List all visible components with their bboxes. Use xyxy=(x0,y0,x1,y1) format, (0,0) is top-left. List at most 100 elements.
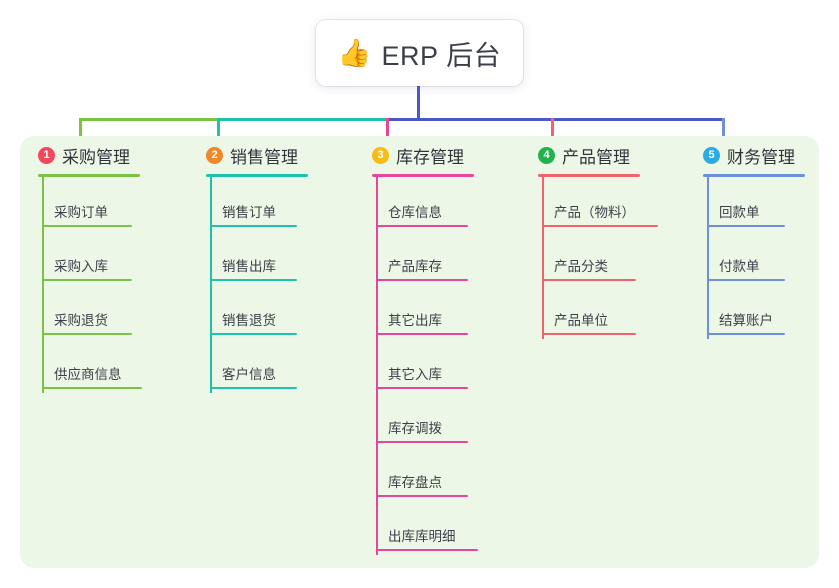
branch-header-5[interactable]: 5 财务管理 xyxy=(685,136,795,174)
branch-number-badge: 3 xyxy=(372,146,389,164)
branch-item-underline xyxy=(376,495,468,497)
branch-item-underline xyxy=(542,279,636,281)
branch-item-label: 产品库存 xyxy=(388,259,442,274)
bus-segment-1 xyxy=(79,118,217,121)
branch-item-underline xyxy=(210,333,297,335)
branch-item-underline xyxy=(376,333,468,335)
branch-underline xyxy=(206,174,308,177)
branch-column-采购管理: 1 采购管理采购订单采购入库采购退货供应商信息 xyxy=(20,136,142,393)
branch-underline xyxy=(38,174,140,177)
branch-title: 财务管理 xyxy=(727,147,795,167)
branch-item[interactable]: 回款单 xyxy=(685,177,795,231)
branch-header-1[interactable]: 1 采购管理 xyxy=(20,136,130,174)
branch-item[interactable]: 产品分类 xyxy=(520,231,636,285)
branch-item-label: 产品分类 xyxy=(554,259,608,274)
bus-segment-3 xyxy=(386,118,723,121)
branch-item-underline xyxy=(707,225,785,227)
branch-item[interactable]: 采购入库 xyxy=(20,231,132,285)
root-trunk-line xyxy=(417,86,420,121)
branch-underline xyxy=(703,174,805,177)
root-title: ERP 后台 xyxy=(381,40,502,71)
branch-underline xyxy=(538,174,640,177)
branch-item-underline xyxy=(376,441,468,443)
branch-title: 采购管理 xyxy=(62,147,130,167)
branch-item-underline xyxy=(376,225,468,227)
branch-column-产品管理: 4 产品管理产品（物料） 产品分类产品单位 xyxy=(520,136,658,339)
branch-children: 回款单付款单结算账户 xyxy=(685,177,795,339)
branch-item[interactable]: 库存调拨 xyxy=(354,393,468,447)
branch-item[interactable]: 付款单 xyxy=(685,231,795,285)
branch-item-underline xyxy=(707,333,785,335)
branch-item[interactable]: 采购退货 xyxy=(20,285,132,339)
branch-item[interactable]: 出库库明细 xyxy=(354,501,478,555)
branch-item-underline xyxy=(376,279,468,281)
branch-item-underline xyxy=(376,387,468,389)
branch-item-underline xyxy=(42,279,132,281)
branch-item-underline xyxy=(42,225,132,227)
branch-item[interactable]: 产品库存 xyxy=(354,231,468,285)
branch-item-label: 供应商信息 xyxy=(54,367,122,382)
branch-number-badge: 1 xyxy=(38,146,55,164)
branch-item-label: 其它入库 xyxy=(388,367,442,382)
branch-item-label: 结算账户 xyxy=(719,313,773,328)
branch-item-underline xyxy=(42,333,132,335)
branch-item-label: 出库库明细 xyxy=(388,529,456,544)
branch-underline xyxy=(372,174,474,177)
branch-item-label: 采购退货 xyxy=(54,313,108,328)
branch-column-财务管理: 5 财务管理回款单付款单结算账户 xyxy=(685,136,805,339)
branch-item-label: 库存盘点 xyxy=(388,475,442,490)
branch-number-badge: 4 xyxy=(538,146,555,164)
branch-item-underline xyxy=(707,279,785,281)
branch-header-4[interactable]: 4 产品管理 xyxy=(520,136,630,174)
branch-item[interactable]: 销售出库 xyxy=(188,231,298,285)
branch-children: 采购订单采购入库采购退货供应商信息 xyxy=(20,177,142,393)
branch-spine xyxy=(210,177,212,393)
branch-item[interactable]: 产品（物料） xyxy=(520,177,658,231)
branch-item[interactable]: 客户信息 xyxy=(188,339,298,393)
branch-item-label: 产品单位 xyxy=(554,313,608,328)
branch-item[interactable]: 供应商信息 xyxy=(20,339,142,393)
root-node[interactable]: 👍 ERP 后台 xyxy=(316,20,523,86)
branch-item-underline xyxy=(42,387,142,389)
branch-item-label: 仓库信息 xyxy=(388,205,442,220)
branch-item[interactable]: 库存盘点 xyxy=(354,447,468,501)
branch-item-label: 销售出库 xyxy=(222,259,276,274)
branch-item[interactable]: 销售退货 xyxy=(188,285,298,339)
branch-title: 销售管理 xyxy=(230,147,298,167)
branch-item-label: 其它出库 xyxy=(388,313,442,328)
branch-item-label: 销售订单 xyxy=(222,205,276,220)
branch-item[interactable]: 结算账户 xyxy=(685,285,795,339)
branch-item[interactable]: 其它入库 xyxy=(354,339,468,393)
branch-item-label: 采购订单 xyxy=(54,205,108,220)
branch-item-underline xyxy=(376,549,478,551)
bus-segment-2 xyxy=(217,118,386,121)
branch-item[interactable]: 仓库信息 xyxy=(354,177,468,231)
thumbs-up-icon: 👍 xyxy=(337,37,372,68)
branch-item-label: 客户信息 xyxy=(222,367,276,382)
branch-item-label: 库存调拨 xyxy=(388,421,442,436)
branch-children: 仓库信息产品库存其它出库其它入库库存调拨库存盘点出库库明细 xyxy=(354,177,478,555)
branch-title: 产品管理 xyxy=(562,147,630,167)
branch-item[interactable]: 采购订单 xyxy=(20,177,132,231)
branch-item-underline xyxy=(542,225,658,227)
branch-item-underline xyxy=(210,225,297,227)
branch-item[interactable]: 产品单位 xyxy=(520,285,636,339)
branch-item-label: 回款单 xyxy=(719,205,760,220)
branch-item-label: 产品（物料） xyxy=(554,205,635,220)
branch-item-underline xyxy=(210,387,297,389)
branch-number-badge: 5 xyxy=(703,146,720,164)
branch-children: 销售订单销售出库销售退货客户信息 xyxy=(188,177,298,393)
branch-spine xyxy=(42,177,44,393)
branch-spine xyxy=(707,177,709,339)
branch-item-label: 付款单 xyxy=(719,259,760,274)
branch-item-underline xyxy=(210,279,297,281)
branch-item[interactable]: 销售订单 xyxy=(188,177,298,231)
branch-item-label: 销售退货 xyxy=(222,313,276,328)
branch-item[interactable]: 其它出库 xyxy=(354,285,468,339)
branch-spine xyxy=(542,177,544,339)
